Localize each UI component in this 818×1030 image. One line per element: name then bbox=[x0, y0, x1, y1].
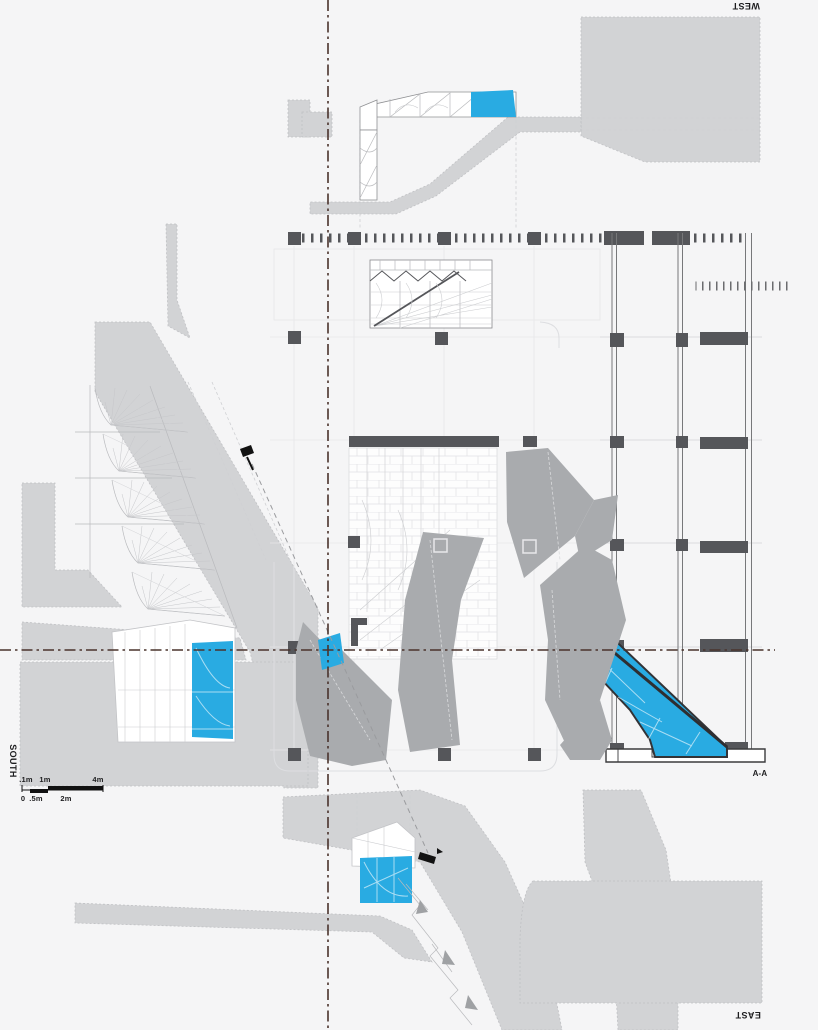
scale-label-4m: 4m bbox=[92, 775, 103, 784]
folded-shapes bbox=[296, 448, 626, 766]
west-context-mass bbox=[580, 16, 761, 163]
west-ramp-band bbox=[309, 116, 582, 215]
east-label: EAST bbox=[735, 1010, 761, 1020]
east-elevation bbox=[351, 821, 478, 1026]
section-cut-markers bbox=[240, 445, 443, 864]
scale-label-1m: 1m bbox=[39, 775, 50, 784]
south-label: SOUTH bbox=[8, 744, 18, 778]
south-blue-panel bbox=[192, 641, 233, 739]
context-masses bbox=[19, 16, 763, 1030]
east-blue-panel bbox=[360, 856, 412, 903]
scale-label-05m: .5m bbox=[29, 794, 43, 803]
west-elevation bbox=[359, 90, 517, 201]
roof-detail-panel bbox=[369, 259, 493, 329]
scale-label-0: 0 bbox=[21, 794, 25, 803]
west-blue-panel bbox=[471, 90, 516, 117]
section-marker-flag-2 bbox=[418, 852, 436, 864]
plan-blue-panel bbox=[318, 633, 344, 670]
west-label: WEST bbox=[732, 1, 760, 11]
scale-label-01m: .1m bbox=[19, 775, 33, 784]
east-context-mass bbox=[519, 880, 763, 1004]
plan-wall bbox=[349, 436, 499, 447]
scale-label-2m: 2m bbox=[60, 794, 71, 803]
left-strip bbox=[165, 223, 191, 339]
scale-bar: .1m 1m 4m 0 .5m 2m bbox=[19, 775, 103, 803]
section-marker-flag-1 bbox=[240, 445, 254, 457]
section-label: A-A bbox=[753, 769, 768, 778]
